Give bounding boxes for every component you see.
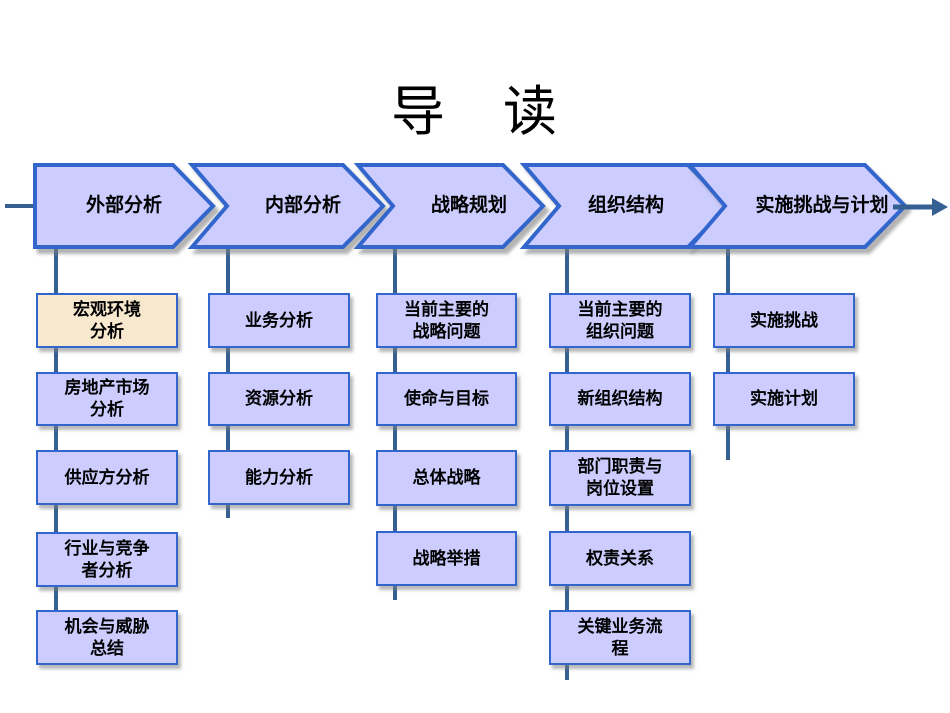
chevron-internal-analysis [187, 163, 386, 249]
flow-box-authority-relations: 权责关系 [549, 531, 691, 586]
flow-box-industry-competitors: 行业与竞争 者分析 [36, 532, 178, 587]
chevron-label-org-structure: 组织结构 [587, 195, 664, 216]
flow-box-new-org-structure: 新组织结构 [549, 372, 691, 426]
flow-box-overall-strategy: 总体战略 [376, 450, 517, 506]
flow-box-capability-analysis: 能力分析 [208, 450, 350, 505]
flow-box-current-strategy-issues: 当前主要的 战略问题 [376, 293, 517, 348]
page-title: 导 读 [391, 82, 559, 142]
flow-box-real-estate-market: 房地产市场 分析 [36, 372, 178, 426]
flow-box-supplier-analysis: 供应方分析 [36, 450, 178, 505]
chevron-external-analysis [33, 163, 216, 249]
flow-box-macro-env-analysis: 宏观环境 分析 [36, 293, 178, 348]
chevron-label-strategic-planning: 战略规划 [430, 195, 507, 216]
flow-box-business-analysis: 业务分析 [208, 293, 350, 348]
flow-box-impl-challenges: 实施挑战 [713, 293, 855, 348]
flow-box-key-business-process: 关键业务流 程 [549, 610, 691, 665]
chevron-label-implementation: 实施挑战与计划 [755, 195, 889, 216]
flow-box-opportunity-threat: 机会与威胁 总结 [36, 610, 178, 665]
flow-box-current-org-issues: 当前主要的 组织问题 [549, 293, 691, 348]
chevron-implementation [685, 163, 908, 249]
chevron-label-internal-analysis: 内部分析 [264, 195, 341, 216]
chevron-strategic-planning [353, 163, 546, 249]
chevron-label-external-analysis: 外部分析 [85, 195, 162, 216]
right-arrow-icon [932, 198, 948, 216]
flow-box-mission-goals: 使命与目标 [376, 372, 517, 426]
flow-box-resource-analysis: 资源分析 [208, 372, 350, 426]
flow-box-strategy-initiatives: 战略举措 [376, 531, 517, 586]
flow-box-impl-plan: 实施计划 [713, 372, 855, 426]
flow-box-dept-duties-posts: 部门职责与 岗位设置 [549, 450, 691, 506]
